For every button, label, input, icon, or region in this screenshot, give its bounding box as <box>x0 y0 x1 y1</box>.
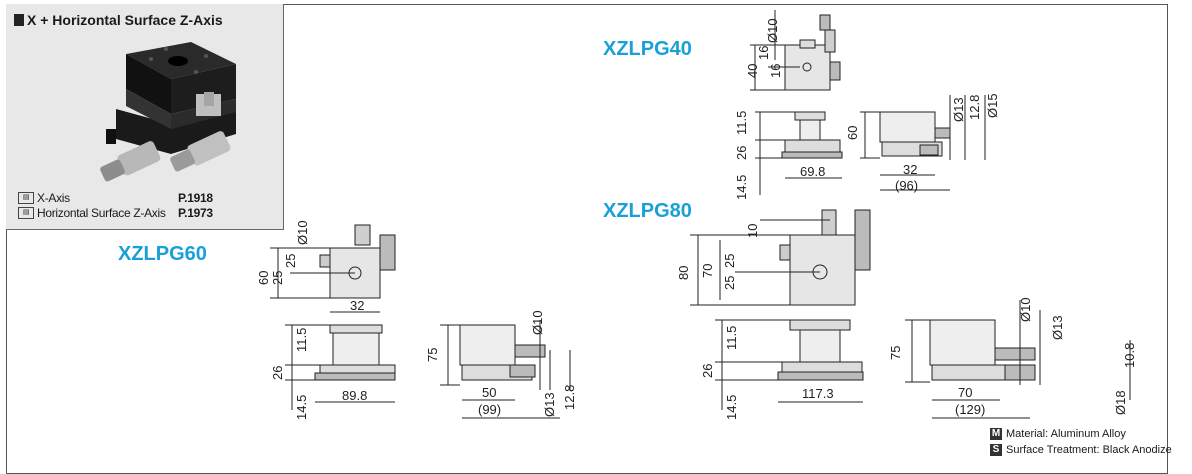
bullet-square-icon <box>14 14 24 26</box>
dim-label: 60 <box>256 270 271 285</box>
product-title: X + Horizontal Surface Z-Axis <box>14 12 223 28</box>
model-xzlpg40: XZLPG40 <box>603 38 692 60</box>
dim-label: 25 <box>722 253 737 268</box>
dim-label: 26 <box>270 365 285 380</box>
dim-label: 32 <box>903 162 918 177</box>
dim-label: 89.8 <box>342 388 368 403</box>
xzlpg40-side-view <box>860 95 986 191</box>
dim-label: Ø10 <box>765 18 780 43</box>
dim-label: 69.8 <box>800 164 826 179</box>
dim-label: 11.5 <box>734 110 749 135</box>
xzlpg60-front-view <box>285 324 396 410</box>
legend-surface: S Surface Treatment: Black Anodize <box>990 444 1172 456</box>
ref-label: Horizontal Surface Z-Axis <box>37 206 166 220</box>
dim-label: (99) <box>478 402 502 417</box>
dim-label: 25 <box>270 270 285 285</box>
dim-label: Ø18 <box>1113 390 1128 415</box>
dim-label: 12.8 <box>562 384 577 410</box>
legend-material: M Material: Aluminum Alloy <box>990 428 1126 440</box>
xzlpg60-top-view <box>270 224 396 313</box>
ref-page: P.1973 <box>178 206 213 220</box>
dim-label: 32 <box>350 298 365 313</box>
dim-label: 75 <box>425 347 440 362</box>
dim-label: 25 <box>722 275 737 290</box>
ref-x-axis[interactable]: ▤ X-Axis P.1918 <box>18 191 213 205</box>
product-title-text: X + Horizontal Surface Z-Axis <box>27 12 223 28</box>
dim-label: 50 <box>482 385 497 400</box>
dim-label: Ø13 <box>951 97 966 122</box>
material-badge: M <box>990 428 1002 440</box>
dim-label: 26 <box>700 363 715 378</box>
dim-label: 117.3 <box>802 386 834 401</box>
product-box: X + Horizontal Surface Z-Axis ▤ X-Axis P… <box>6 4 284 230</box>
surface-badge: S <box>990 444 1002 456</box>
dim-label: 60 <box>845 125 860 140</box>
model-xzlpg80: XZLPG80 <box>603 200 692 222</box>
dim-label: 75 <box>888 345 903 360</box>
surface-text: Surface Treatment: Black Anodize <box>1006 444 1172 456</box>
dim-label: 16 <box>768 63 783 78</box>
dim-label: 25 <box>283 253 298 268</box>
book-icon: ▤ <box>18 192 34 204</box>
material-text: Material: Aluminum Alloy <box>1006 428 1126 440</box>
dim-label: 16 <box>756 45 771 60</box>
dim-label: 10 <box>745 223 760 238</box>
ref-page: P.1918 <box>178 191 213 205</box>
xzlpg40-front-view <box>755 111 843 195</box>
book-icon: ▤ <box>18 207 34 219</box>
ref-z-axis[interactable]: ▤ Horizontal Surface Z-Axis P.1973 <box>18 206 213 220</box>
dim-label: Ø10 <box>530 310 545 335</box>
dim-label: Ø13 <box>1050 315 1065 340</box>
stage-photo <box>100 42 236 182</box>
dim-label: 70 <box>958 385 973 400</box>
xzlpg80-front-view <box>715 319 864 410</box>
dim-label: (96) <box>895 178 919 193</box>
dim-label: 26 <box>734 145 749 160</box>
dim-label: 10.8 <box>1122 342 1137 368</box>
dim-label: 11.5 <box>724 325 739 350</box>
dim-label: (129) <box>955 402 986 417</box>
dim-label: 11.5 <box>294 327 309 352</box>
ref-label: X-Axis <box>37 191 70 205</box>
model-xzlpg60: XZLPG60 <box>118 243 207 265</box>
xzlpg80-side-view <box>905 300 1131 419</box>
xzlpg40-top-view <box>750 10 841 91</box>
dim-label: Ø15 <box>985 93 1000 118</box>
dim-label: 14.5 <box>724 394 739 420</box>
dim-label: 14.5 <box>734 174 749 200</box>
xzlpg80-top-view <box>690 209 871 306</box>
dim-label: 70 <box>700 263 715 278</box>
dim-label: 40 <box>745 63 760 78</box>
dim-label: Ø10 <box>1018 297 1033 322</box>
dim-label: 12.8 <box>967 94 982 120</box>
dim-label: Ø10 <box>295 220 310 245</box>
technical-drawings <box>270 10 1131 419</box>
xzlpg60-side-view <box>440 320 571 419</box>
dim-label: 14.5 <box>294 394 309 420</box>
dim-label: 80 <box>676 265 691 280</box>
dim-label: Ø13 <box>542 392 557 417</box>
